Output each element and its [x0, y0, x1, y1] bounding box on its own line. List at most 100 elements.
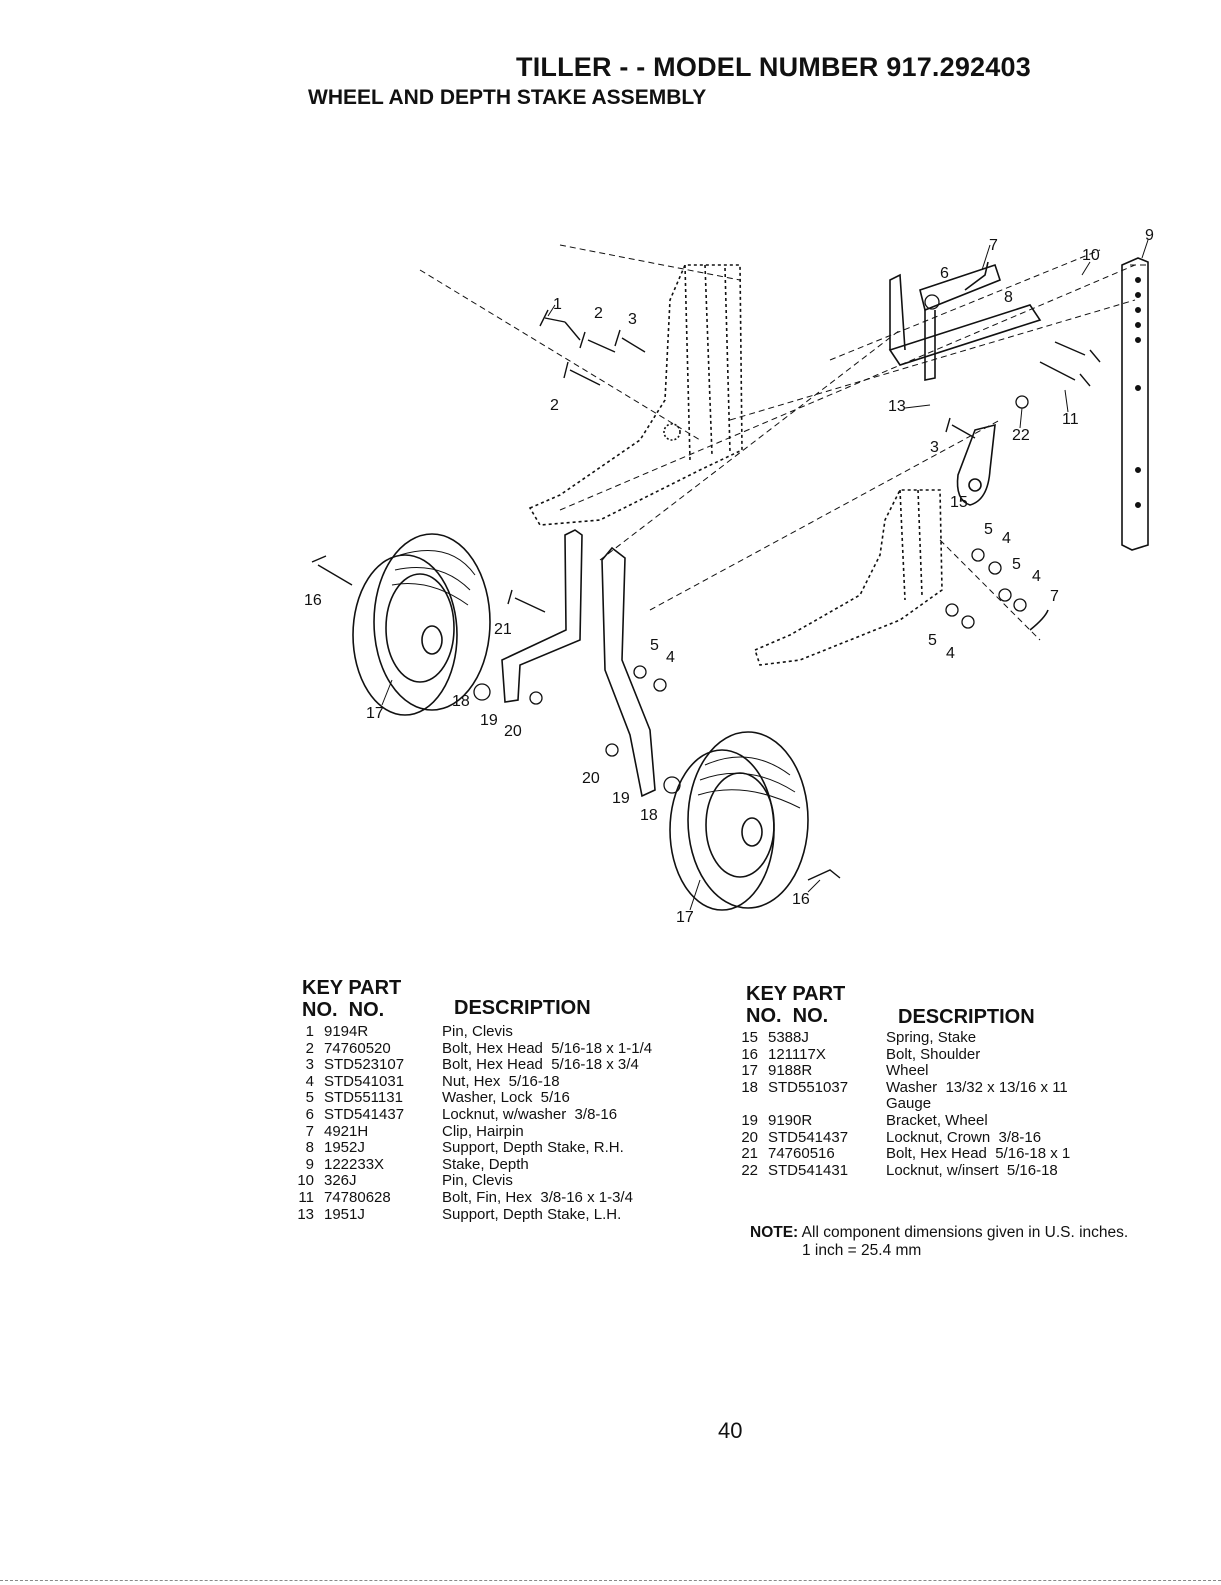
part-number: 9188R — [768, 1062, 813, 1080]
part-number: 1951J — [324, 1205, 365, 1223]
parts-table-row: 2 74760520 Bolt, Hex Head 5/16-18 x 1-1/4 — [292, 1039, 653, 1058]
page-bottom-border — [0, 1580, 1221, 1582]
key-number: 17 — [741, 1062, 758, 1080]
callout-18: 18 — [640, 807, 658, 824]
part-description: Clip, Hairpin — [442, 1122, 524, 1140]
part-description: Bolt, Fin, Hex 3/8-16 x 1-3/4 — [442, 1188, 633, 1206]
part-number: 74780628 — [324, 1188, 391, 1206]
callout-17: 17 — [366, 705, 384, 722]
part-description: Pin, Clevis — [442, 1023, 513, 1040]
part-description: Bolt, Hex Head 5/16-18 x 1 — [886, 1145, 1071, 1163]
key-number: 7 — [305, 1122, 314, 1140]
parts-table-row: 10 326J Pin, Clevis — [292, 1173, 652, 1190]
part-description: Support, Depth Stake, L.H. — [442, 1205, 622, 1223]
part-description: Bolt, Shoulder — [886, 1045, 981, 1063]
page-title: TILLER - - MODEL NUMBER 917.292403 — [516, 52, 1031, 82]
note-text: All component dimensions given in U.S. i… — [801, 1224, 1129, 1241]
callout-8: 8 — [1004, 289, 1013, 306]
key-number: 9 — [305, 1155, 314, 1173]
part-description: Locknut, w/insert 5/16-18 — [886, 1161, 1058, 1179]
key-number — [736, 1096, 758, 1113]
left-table-header-key: KEY PART NO. NO. — [302, 977, 402, 1021]
part-description: Locknut, Crown 3/8-16 — [886, 1128, 1042, 1146]
parts-table-row: 11 74780628 Bolt, Fin, Hex 3/8-16 x 1-3/4 — [292, 1188, 652, 1207]
callout-18: 18 — [452, 693, 470, 710]
key-number: 21 — [741, 1145, 758, 1163]
key-number: 10 — [297, 1172, 314, 1190]
part-number: 74760520 — [324, 1039, 391, 1057]
callout-4: 4 — [1002, 530, 1011, 547]
parts-table-row: Gauge — [736, 1096, 1070, 1113]
callout-2: 2 — [550, 397, 559, 414]
callout-20: 20 — [582, 770, 600, 787]
note-label: NOTE: — [750, 1224, 799, 1241]
callout-10: 10 — [1082, 247, 1100, 264]
exploded-parts-diagram: 1 2 3 2 3 6 7 8 9 10 11 13 22 15 5 4 5 4… — [304, 227, 1154, 926]
right-table-header-key: KEY PART NO. NO. — [746, 983, 846, 1027]
part-number: STD523107 — [324, 1056, 405, 1074]
part-description: Pin, Clevis — [442, 1172, 513, 1190]
callout-19: 19 — [612, 790, 630, 807]
callout-21: 21 — [494, 621, 512, 638]
key-number: 2 — [305, 1039, 314, 1057]
callout-4: 4 — [1032, 568, 1041, 585]
part-number: 121117X — [768, 1045, 826, 1063]
key-number: 11 — [298, 1188, 314, 1206]
callout-6: 6 — [940, 265, 949, 282]
part-number: 9194R — [324, 1023, 369, 1040]
callout-1: 1 — [553, 296, 562, 313]
callout-4: 4 — [946, 645, 955, 662]
parts-table-row: 16 121117X Bolt, Shoulder — [736, 1045, 1070, 1064]
part-description: Washer 13/32 x 13/16 x 11 — [886, 1078, 1068, 1096]
part-description: Locknut, w/washer 3/8-16 — [442, 1105, 618, 1123]
callout-7: 7 — [1050, 588, 1059, 605]
part-number: STD541431 — [768, 1161, 849, 1179]
callout-15: 15 — [950, 494, 968, 511]
key-number: 18 — [741, 1078, 758, 1096]
part-description: Support, Depth Stake, R.H. — [442, 1139, 624, 1157]
callout-5: 5 — [1012, 556, 1021, 573]
key-number: 8 — [305, 1139, 314, 1157]
callout-22: 22 — [1012, 427, 1030, 444]
part-number: STD541031 — [324, 1072, 405, 1090]
callout-5: 5 — [984, 521, 993, 538]
callout-16: 16 — [792, 891, 810, 908]
key-number: 5 — [305, 1089, 314, 1107]
part-description: Bolt, Hex Head 5/16-18 x 1-1/4 — [442, 1039, 653, 1057]
key-number: 3 — [305, 1056, 314, 1074]
callout-19: 19 — [480, 712, 498, 729]
unit-conversion: 1 inch = 25.4 mm — [802, 1242, 922, 1259]
key-number: 22 — [741, 1161, 758, 1179]
callout-2: 2 — [594, 305, 603, 322]
callout-5: 5 — [928, 632, 937, 649]
part-description: Washer, Lock 5/16 — [442, 1089, 570, 1107]
key-number: 16 — [741, 1045, 758, 1063]
part-number: STD551131 — [324, 1089, 403, 1107]
part-number: 122233X — [324, 1155, 385, 1173]
callout-16: 16 — [304, 592, 322, 609]
part-number: STD551037 — [768, 1078, 849, 1096]
callout-3: 3 — [628, 311, 637, 328]
key-number: 4 — [305, 1072, 314, 1090]
key-number: 19 — [741, 1111, 758, 1129]
part-number — [758, 1096, 886, 1113]
key-number: 15 — [741, 1029, 758, 1046]
dimension-note: NOTE: All component dimensions given in … — [750, 1224, 1128, 1260]
callout-11: 11 — [1062, 411, 1079, 428]
right-table-header-description: DESCRIPTION — [898, 1006, 1035, 1028]
part-description: Wheel — [886, 1062, 929, 1080]
callout-9: 9 — [1145, 227, 1154, 244]
part-number: 326J — [324, 1172, 357, 1190]
